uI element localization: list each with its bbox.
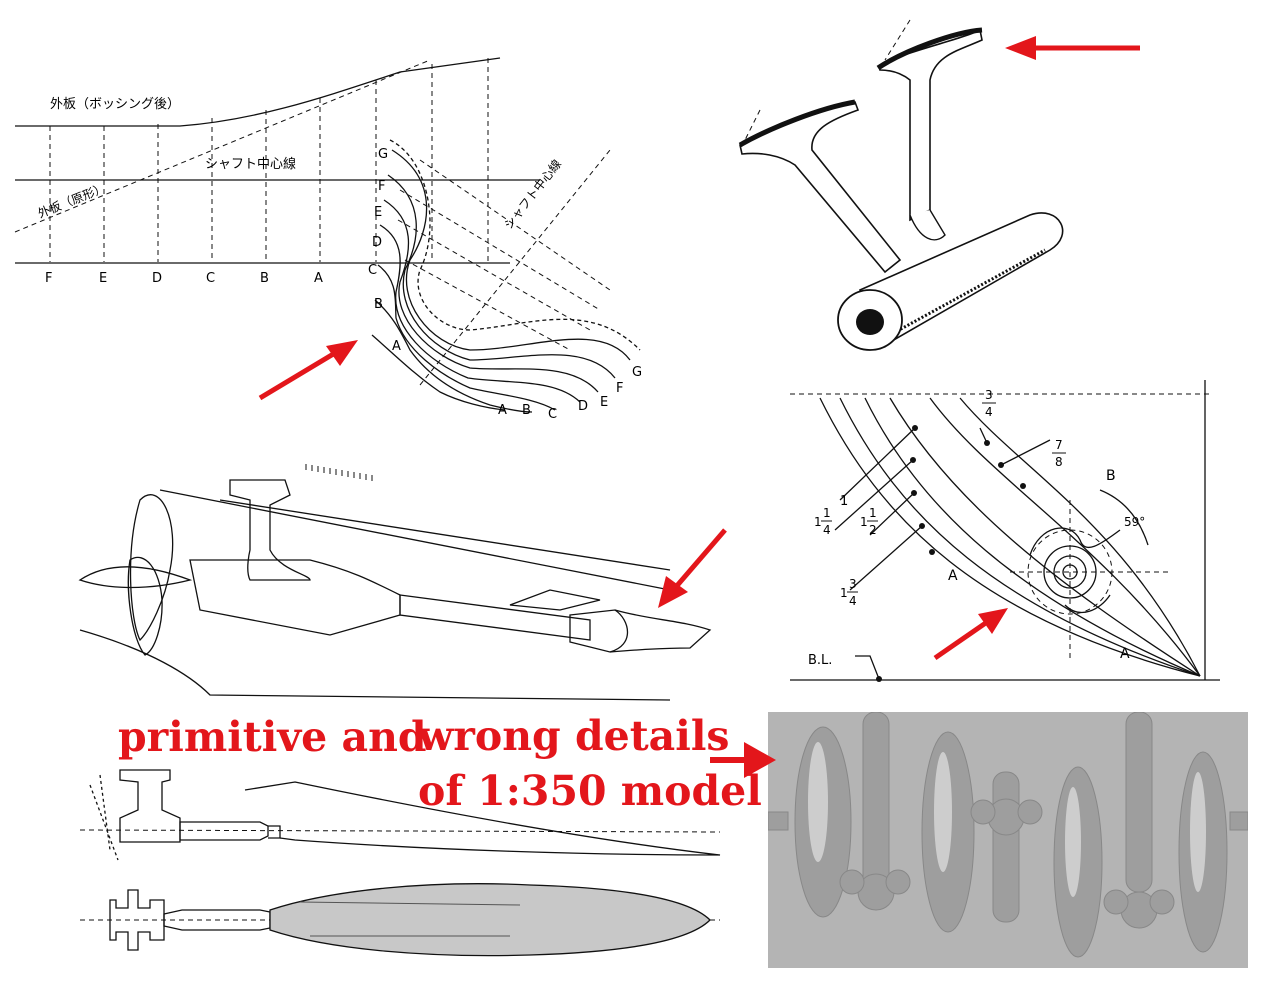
propeller-hub	[78, 566, 193, 589]
label-section-b: B	[1106, 468, 1116, 484]
leader-lines	[834, 427, 1051, 591]
shaded-fairing	[269, 883, 711, 957]
hull-hatching	[305, 464, 373, 481]
svg-text:F: F	[45, 271, 52, 286]
label-baseline: B.L.	[808, 653, 832, 668]
shaft	[399, 594, 591, 641]
original-plate-line	[14, 59, 431, 233]
svg-text:A: A	[314, 271, 323, 286]
red-arrow-icon	[1005, 36, 1140, 60]
diagonal-lines	[397, 149, 611, 386]
label-outer-plate-after: 外板（ボッシング後）	[50, 97, 180, 112]
outer-plate-curve	[15, 57, 501, 127]
svg-text:C: C	[206, 271, 215, 286]
caption-primitive: primitive and	[118, 713, 427, 761]
label-shaft-center: シャフト中心線	[205, 156, 296, 172]
red-arrow-icon	[710, 742, 776, 778]
svg-text:B: B	[260, 271, 269, 286]
waterline-curves	[819, 397, 1201, 677]
fairing	[609, 609, 712, 653]
svg-text:1: 1	[840, 586, 848, 600]
propeller-shaft-drawing	[78, 464, 727, 701]
svg-text:3: 3	[849, 577, 857, 591]
svg-text:A: A	[392, 339, 401, 354]
svg-text:D: D	[372, 235, 382, 250]
shaft-boss	[189, 559, 401, 636]
label-shaft-center-right: シャフト中心線	[501, 156, 565, 231]
svg-text:F: F	[378, 179, 385, 194]
red-arrow-icon	[658, 528, 727, 608]
short-strut	[739, 101, 902, 274]
hull-line	[79, 629, 671, 701]
svg-text:4: 4	[985, 405, 993, 419]
svg-text:4: 4	[849, 594, 857, 608]
svg-text:3: 3	[985, 388, 993, 402]
tall-strut	[879, 28, 983, 222]
svg-text:1: 1	[814, 515, 822, 529]
label-section-a-right: A	[1120, 646, 1130, 662]
right-station-labels: A B C D E F G	[498, 365, 642, 422]
svg-text:F: F	[616, 381, 623, 396]
stern-tube	[569, 609, 628, 653]
shaft-bracket-illustration	[738, 19, 1140, 351]
svg-text:2: 2	[869, 523, 877, 537]
propeller-blade	[129, 494, 174, 642]
label-one-and-half: 1 1 2	[860, 506, 878, 537]
station-lines	[49, 58, 489, 262]
svg-text:E: E	[374, 205, 382, 220]
svg-text:1: 1	[823, 506, 831, 520]
svg-text:1: 1	[869, 506, 877, 520]
model-side-view	[79, 769, 721, 861]
svg-text:E: E	[99, 271, 107, 286]
red-arrow-icon	[258, 340, 358, 401]
boss-section-curves	[371, 139, 641, 413]
red-arrow-icon	[933, 608, 1008, 661]
fraction-seven-eighths: 7 8	[1052, 438, 1066, 469]
angle-arc	[1099, 489, 1149, 546]
svg-text:C: C	[548, 407, 557, 422]
sprue-parts	[768, 712, 1248, 958]
model-sprue-photo	[768, 712, 1248, 968]
caption-wrong-details: wrong details	[418, 712, 730, 760]
fraction-three-quarters: 3 4	[982, 388, 996, 419]
svg-text:E: E	[600, 395, 608, 410]
model-part-drawing	[79, 769, 721, 957]
svg-text:8: 8	[1055, 455, 1063, 469]
svg-text:G: G	[378, 147, 388, 162]
label-section-a-left: A	[948, 568, 958, 584]
left-station-labels: G F E D C B A	[368, 147, 401, 354]
svg-text:D: D	[578, 399, 588, 414]
bottom-station-labels: F E D C B A	[45, 271, 323, 286]
label-outer-plate-original: 外板（原形）	[36, 181, 108, 221]
svg-text:B: B	[522, 403, 531, 418]
svg-text:1: 1	[860, 515, 868, 529]
boss-section-drawing: 1 3 4 7 8 1 1 4 1 1 2 1 3 4 B 59° A A B.…	[790, 380, 1220, 682]
svg-text:D: D	[152, 271, 162, 286]
svg-text:A: A	[498, 403, 507, 418]
svg-text:G: G	[632, 365, 642, 380]
svg-text:C: C	[368, 263, 377, 278]
label-one: 1	[840, 494, 848, 509]
svg-text:4: 4	[823, 523, 831, 537]
model-top-view	[80, 883, 720, 957]
boss-lines-drawing: 外板（ボッシング後） シャフト中心線 外板（原形） F E D C B A シャ…	[14, 57, 642, 422]
svg-text:7: 7	[1055, 438, 1063, 452]
caption-model-scale: of 1:350 model	[418, 767, 762, 815]
svg-text:B: B	[374, 297, 383, 312]
shaft-boss-tube	[858, 212, 1064, 347]
label-one-and-quarter: 1 1 4	[814, 506, 832, 537]
a-bracket	[229, 479, 311, 581]
label-one-and-three-quarters: 1 3 4	[840, 577, 858, 608]
